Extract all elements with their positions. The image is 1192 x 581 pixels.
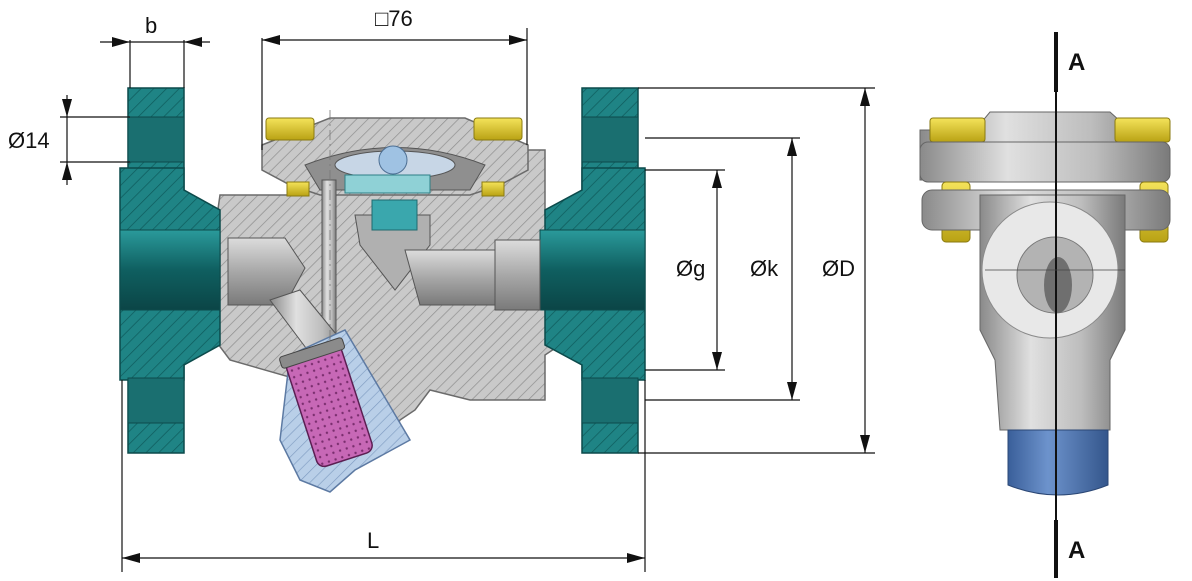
dimensions <box>60 28 875 572</box>
end-view <box>919 32 1171 578</box>
section-label-top: A <box>1068 49 1085 76</box>
cover-bolts <box>265 117 523 197</box>
thermostatic-capsule <box>304 145 486 291</box>
section-label-bottom: A <box>1068 537 1085 564</box>
label-b: b <box>145 13 157 38</box>
label-square-76: □76 <box>375 6 413 31</box>
outlet-passage <box>404 239 541 311</box>
outlet-flange <box>539 87 646 454</box>
label-dia-14: Ø14 <box>8 128 50 153</box>
label-dia-D: ØD <box>822 256 855 281</box>
section-view <box>119 87 646 493</box>
label-dia-k: Øk <box>750 256 779 281</box>
inlet-flange <box>119 87 221 454</box>
strainer-screen <box>279 337 373 468</box>
dimension-arrows <box>62 35 870 563</box>
label-L: L <box>367 528 379 553</box>
label-dia-g: Øg <box>676 256 705 281</box>
